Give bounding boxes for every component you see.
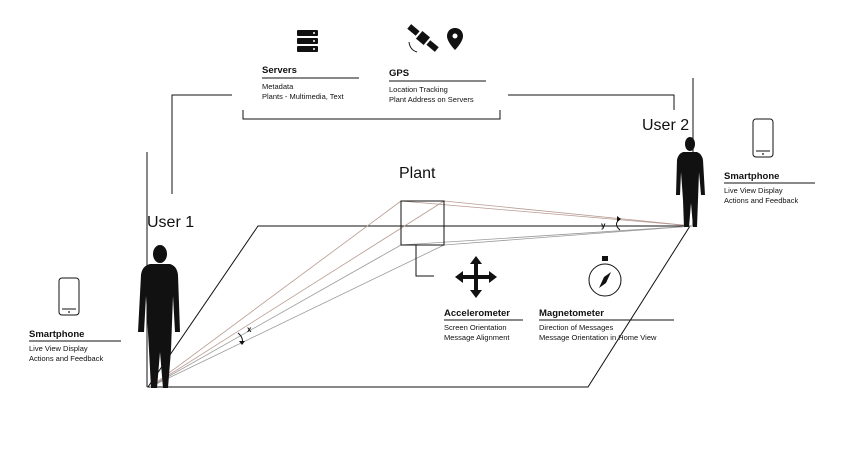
move-arrows-icon [455,256,497,298]
compass-icon [588,256,622,297]
smartphone-icon-user2 [752,118,774,158]
accelerometer-line-1: Screen Orientation [444,323,507,332]
accelerometer-line-2: Message Alignment [444,333,510,342]
satellite-signal [408,41,418,53]
smartphone1-title: Smartphone [29,329,84,340]
satellite-icon [407,24,439,52]
magnetometer-title: Magnetometer [539,308,604,319]
angle-y-label: y [601,221,606,230]
servers-line-2: Plants - Multimedia, Text [262,92,344,101]
user2-label: User 2 [642,117,689,134]
user2-sightlines [400,200,694,246]
gps-title: GPS [389,68,409,79]
user1-figure [138,245,180,388]
server-stack-icon [297,30,318,52]
magnetometer-line-2: Message Orientation in Home View [539,333,657,342]
servers-line-1: Metadata [262,82,294,91]
connector-user1-servers [171,94,232,194]
user1-label: User 1 [147,214,194,231]
user1-sightlines [149,200,445,388]
smartphone-icon-user1 [58,277,80,316]
accelerometer-title: Accelerometer [444,308,510,319]
plant-connector [415,245,434,277]
ground-plane [147,225,691,388]
smartphone2-line-2: Actions and Feedback [724,196,798,205]
smartphone2-title: Smartphone [724,171,779,182]
servers-gps-bracket [242,110,501,120]
smartphone1-line-1: Live View Display [29,344,88,353]
servers-title: Servers [262,65,297,76]
angle-x-arrow [239,341,245,345]
plant-label: Plant [399,165,436,182]
plant-box [400,200,445,246]
angle-y-arrow [617,216,621,222]
location-pin-icon [447,28,463,50]
smartphone2-line-1: Live View Display [724,186,783,195]
connector-user2-gps [508,94,675,110]
angle-x-label: x [247,325,252,334]
user2-figure [676,137,705,227]
smartphone1-line-2: Actions and Feedback [29,354,103,363]
gps-line-1: Location Tracking [389,85,448,94]
magnetometer-line-1: Direction of Messages [539,323,613,332]
gps-line-2: Plant Address on Servers [389,95,474,104]
